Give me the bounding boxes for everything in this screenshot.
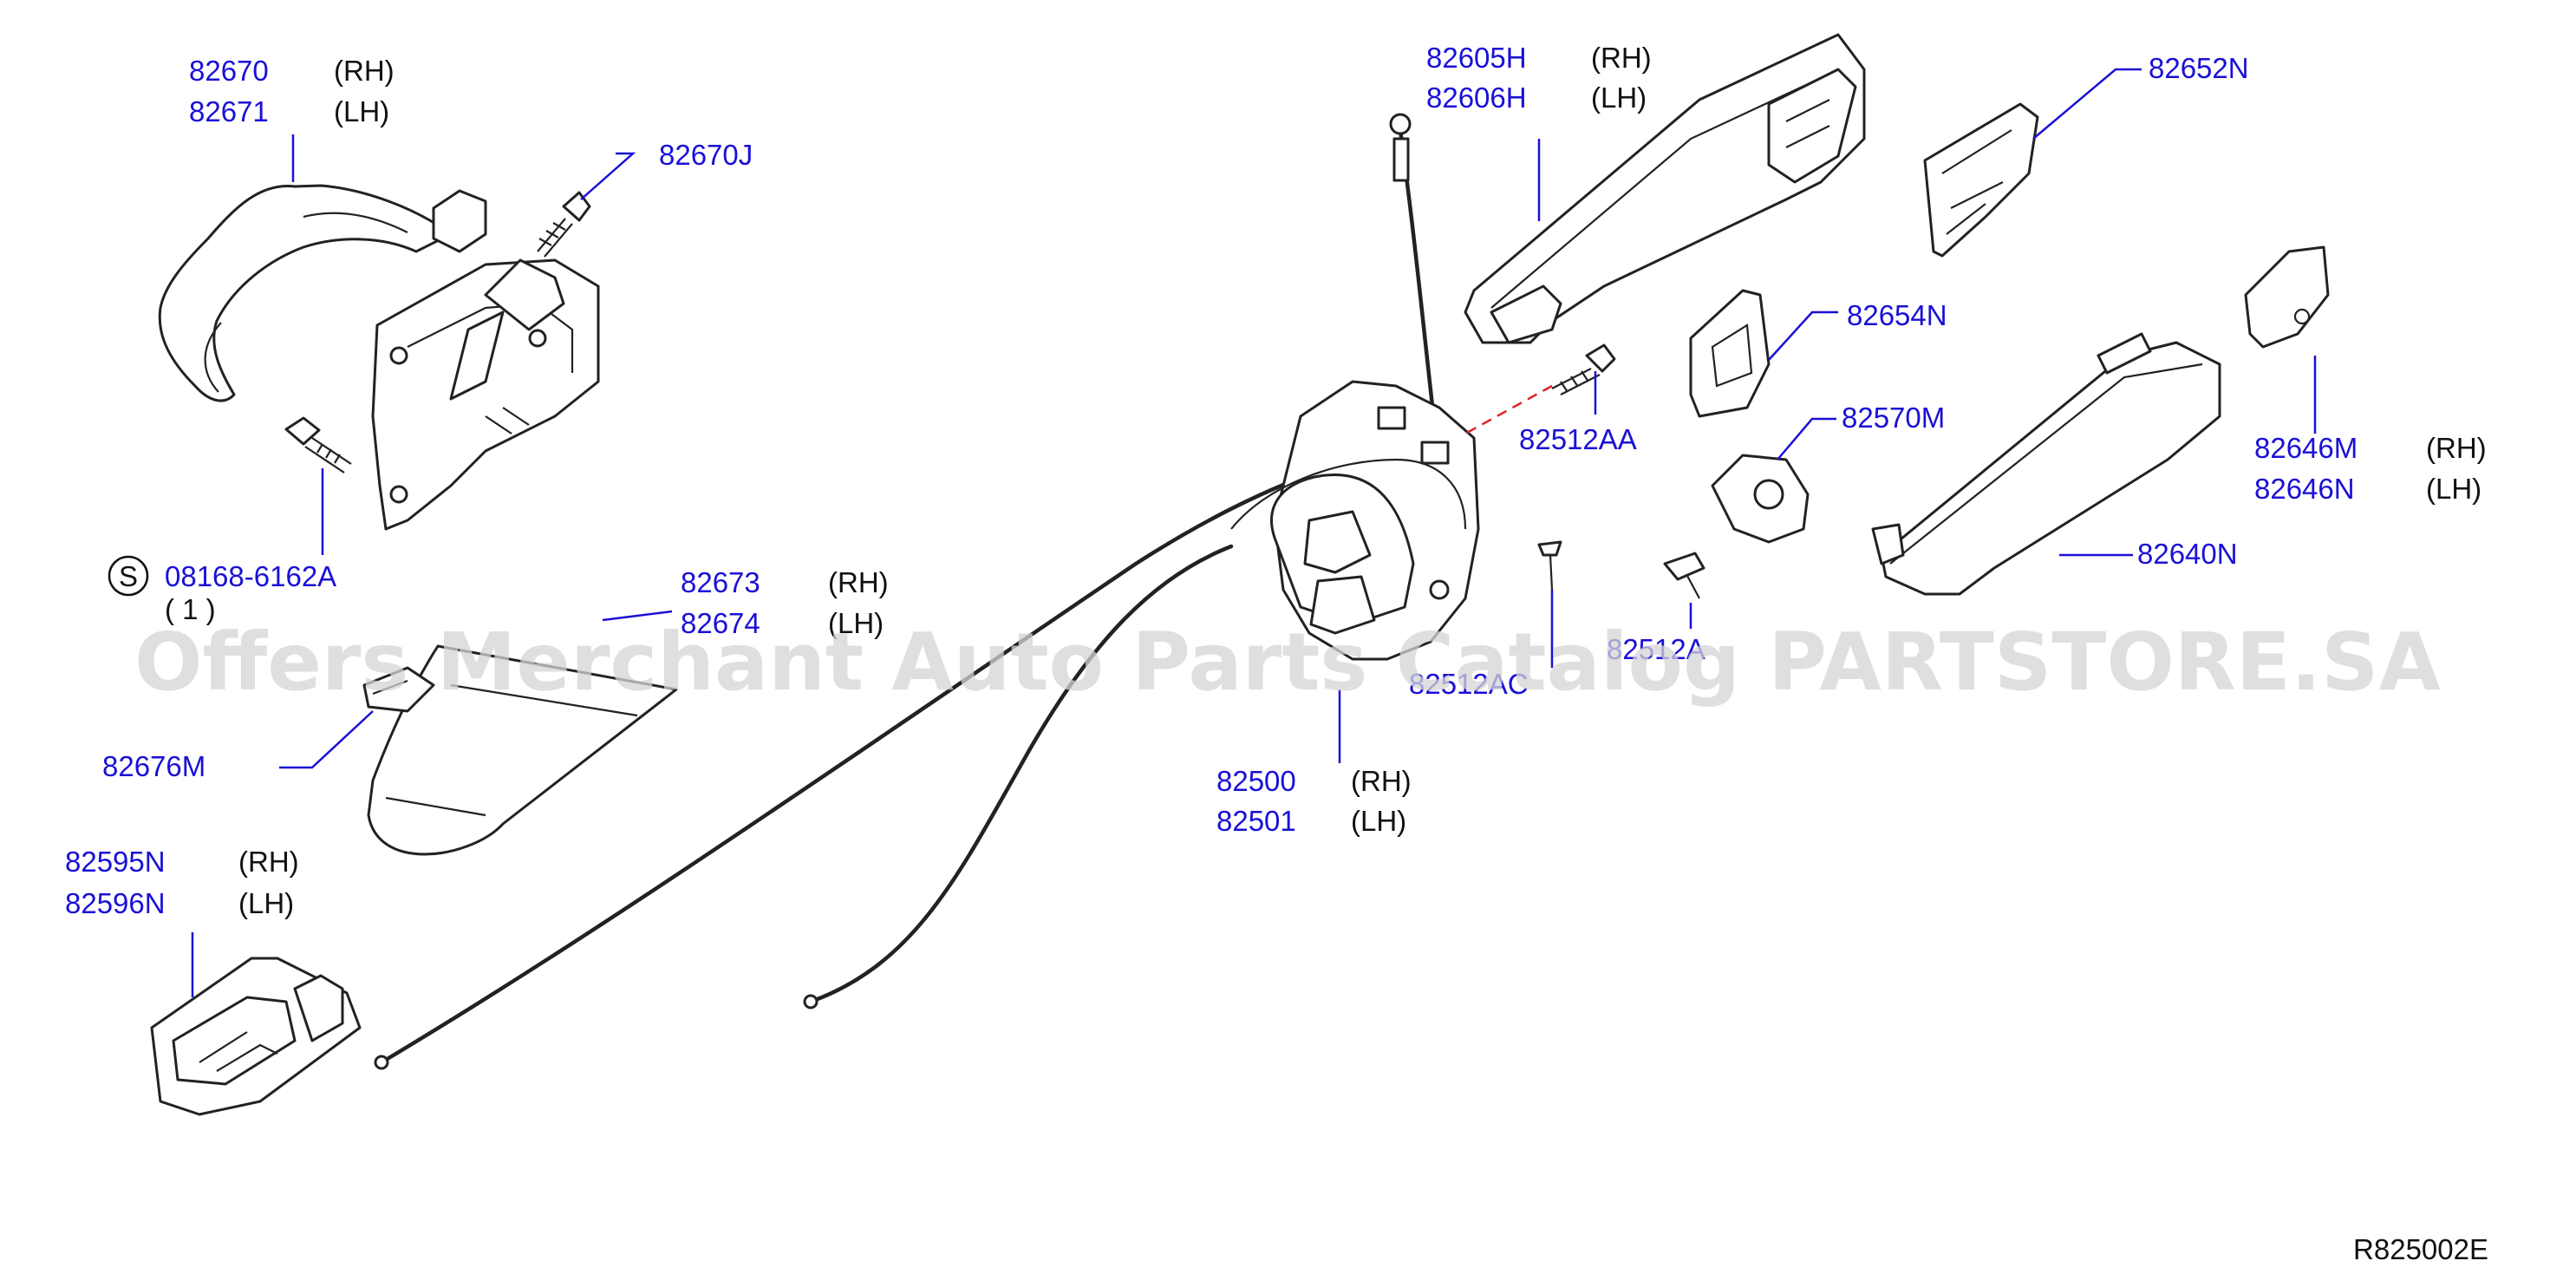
callout-82606H: 82606H (1426, 82, 1527, 114)
callout-82640N: 82640N (2137, 538, 2238, 570)
pad-82676M-drawing (362, 666, 435, 713)
screw-82512AA-drawing (1464, 343, 1616, 435)
outside-handle-82640N-drawing (1871, 332, 2221, 596)
door-lock-actuator-82500-drawing (1230, 380, 1480, 661)
callout-82673: 82673 (681, 566, 760, 598)
callout-82570M: 82570M (1842, 402, 1945, 434)
callout-82595N: 82595N (65, 846, 166, 878)
callout-82676M: 82676M (102, 750, 205, 782)
bolt-08168-drawing (284, 416, 352, 474)
diagram-reference-code: R825002E (2353, 1233, 2488, 1265)
handle-frame-82605H-drawing (1464, 33, 1866, 344)
callout-82671: 82671 (189, 95, 269, 127)
standard-part-symbol (108, 555, 149, 597)
inside-handle-82670-drawing (158, 184, 453, 402)
cables-drawing (374, 113, 1445, 1070)
callout-82512A: 82512A (1607, 633, 1705, 665)
callout-82646N-lh: (LH) (2426, 473, 2481, 505)
callout-82596N-lh: (LH) (238, 887, 294, 919)
callout-82605H: 82605H (1426, 42, 1527, 74)
watermark-text: Offers Merchant Auto Parts Catalog PARTS… (134, 616, 2441, 709)
inner-housing-82595N-drawing (150, 957, 362, 1116)
standard-part-symbol-letter: S (119, 560, 138, 592)
handle-bracket-82670-drawing (371, 189, 600, 531)
callout-82674-lh: (LH) (828, 607, 884, 639)
callout-82670: 82670 (189, 55, 269, 87)
callout-08168-qty: ( 1 ) (165, 593, 216, 625)
screw-82512A-drawing (1663, 552, 1705, 599)
screw-82670J-drawing (537, 191, 591, 258)
callout-82501-lh: (LH) (1351, 805, 1406, 837)
cap-82646M-drawing (2244, 245, 2330, 349)
callout-82671-lh: (LH) (334, 95, 389, 127)
callout-82646M: 82646M (2254, 432, 2358, 464)
callout-08168-6162A: 08168-6162A (165, 560, 336, 592)
callout-82512AC: 82512AC (1409, 668, 1529, 700)
callout-82500: 82500 (1216, 765, 1296, 797)
callout-82646N: 82646N (2254, 473, 2355, 505)
cap-82570M-drawing (1711, 454, 1810, 544)
callout-82512AA: 82512AA (1519, 423, 1637, 455)
callout-82674: 82674 (681, 607, 760, 639)
screw-82512AC-drawing (1537, 540, 1562, 591)
callout-82605H-rh: (RH) (1591, 42, 1652, 74)
callout-82501: 82501 (1216, 805, 1296, 837)
callout-82646M-rh: (RH) (2426, 432, 2487, 464)
callout-82670-rh: (RH) (334, 55, 395, 87)
callout-82500-rh: (RH) (1351, 765, 1412, 797)
leader-lines (191, 68, 2317, 997)
callout-82596N: 82596N (65, 887, 166, 919)
gasket-82654N-drawing (1689, 289, 1771, 418)
callout-82606H-lh: (LH) (1591, 82, 1647, 114)
callout-82670J: 82670J (659, 139, 753, 171)
callout-82595N-rh: (RH) (238, 846, 299, 878)
callout-82654N: 82654N (1847, 299, 1947, 331)
callout-82673-rh: (RH) (828, 566, 889, 598)
gasket-82652N-drawing (1923, 102, 2039, 258)
callout-82652N: 82652N (2149, 52, 2249, 84)
